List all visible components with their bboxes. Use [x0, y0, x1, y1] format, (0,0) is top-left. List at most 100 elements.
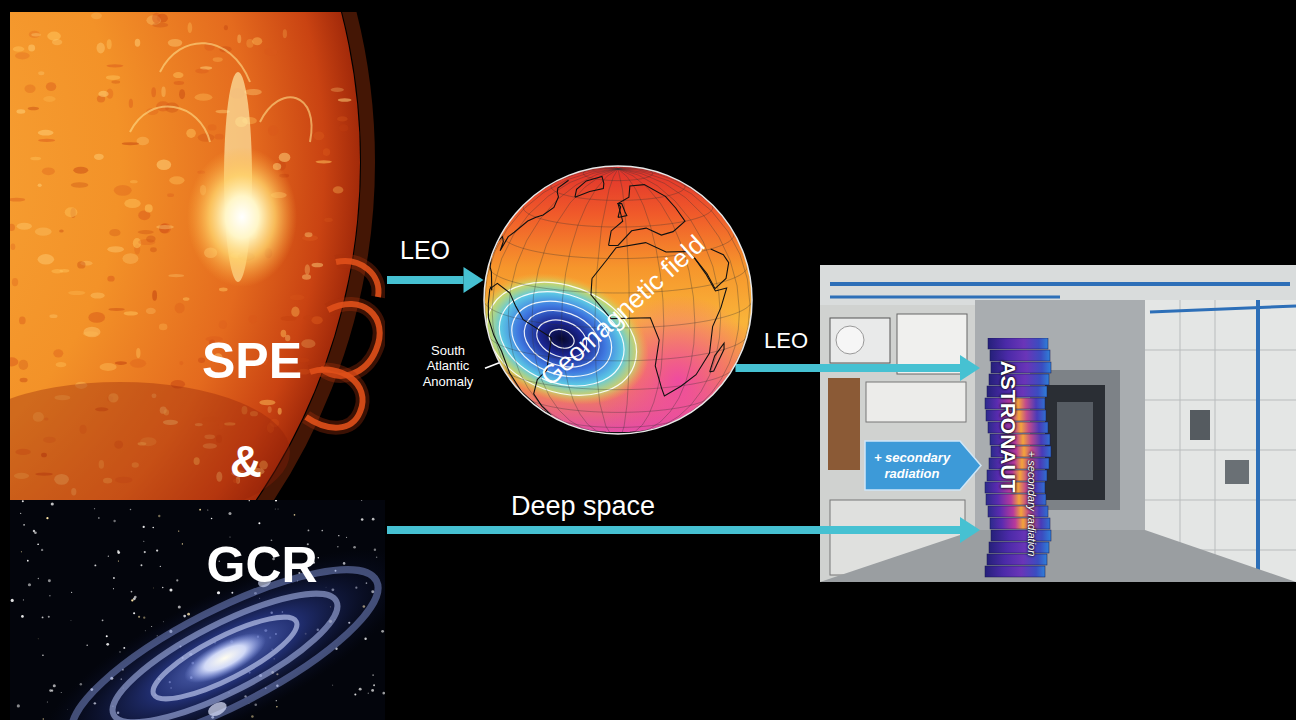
surface-granule — [38, 184, 42, 187]
surface-granule — [323, 148, 330, 156]
surface-granule — [59, 229, 64, 232]
star — [71, 592, 72, 593]
star — [143, 526, 145, 528]
surface-granule — [161, 86, 165, 97]
surface-granule — [173, 72, 184, 78]
route-label: LEO — [400, 235, 450, 265]
globe-outline — [484, 166, 752, 434]
surface-granule — [208, 124, 217, 130]
radiation-arrow-box: + secondary radiation — [864, 440, 982, 491]
surface-granule — [107, 246, 124, 252]
surface-granule — [38, 71, 44, 75]
star — [106, 635, 108, 637]
panel-seam — [1145, 450, 1296, 451]
surface-granule — [88, 312, 105, 323]
surface-granule — [264, 48, 277, 56]
surface-granule — [28, 44, 35, 51]
surface-granule — [124, 311, 138, 315]
surface-granule — [331, 88, 344, 92]
arrow-text: + secondary radiation — [870, 450, 954, 481]
star — [160, 566, 161, 567]
companion-galaxy — [206, 699, 229, 719]
corridor — [975, 300, 1145, 530]
surface-granule — [38, 139, 55, 142]
surface-granule — [337, 116, 348, 121]
surface-granule — [10, 357, 18, 366]
star — [94, 564, 96, 566]
andromeda-galaxy — [13, 508, 385, 720]
star — [371, 689, 374, 692]
star — [37, 638, 39, 640]
star — [118, 560, 119, 561]
star — [199, 509, 201, 511]
galaxy-core — [178, 623, 273, 692]
star — [42, 616, 44, 618]
star — [361, 500, 362, 501]
star — [108, 556, 109, 557]
surface-granule — [73, 167, 88, 174]
star — [274, 508, 276, 510]
galaxy-halo — [13, 508, 385, 720]
star — [354, 694, 356, 696]
star — [382, 692, 385, 695]
sun-shape — [10, 12, 385, 500]
globe-map — [483, 166, 753, 435]
star — [144, 551, 146, 553]
star — [372, 518, 375, 521]
surface-granule — [94, 154, 104, 160]
surface-granule — [252, 37, 262, 45]
sun-image — [10, 12, 385, 500]
star — [33, 530, 35, 532]
dose-slice — [989, 542, 1049, 553]
surface-granule — [150, 247, 157, 252]
star — [178, 605, 181, 608]
arrow-head — [960, 355, 980, 381]
star — [346, 537, 347, 538]
star — [156, 549, 158, 551]
coronal-loop — [260, 97, 312, 142]
star — [37, 543, 39, 545]
star — [278, 508, 279, 509]
star — [21, 551, 22, 552]
conjunction-sign: & — [230, 436, 262, 489]
star — [11, 599, 14, 602]
star — [228, 512, 231, 515]
surface-granule — [10, 224, 15, 231]
star — [133, 612, 135, 614]
surface-granule — [159, 324, 168, 331]
surface-granule — [107, 39, 112, 49]
star — [337, 546, 339, 548]
prominence-glow — [336, 261, 378, 297]
panel-seam — [1145, 400, 1296, 401]
surface-granule — [98, 91, 108, 97]
surface-granule — [106, 64, 123, 67]
interior-ground — [820, 265, 1296, 582]
dose-slices — [985, 338, 1051, 577]
dose-slice — [987, 554, 1047, 565]
dose-slice — [990, 350, 1050, 361]
prominence — [336, 261, 378, 297]
surface-granule — [168, 39, 183, 47]
star — [60, 691, 62, 693]
surface-granule — [122, 142, 139, 145]
surface-granule — [108, 308, 124, 311]
surface-granule — [259, 400, 275, 406]
star — [70, 619, 72, 621]
star — [38, 578, 39, 579]
star — [372, 674, 374, 676]
surface-granule — [19, 317, 26, 325]
star — [102, 619, 104, 621]
panel-seam — [1145, 350, 1296, 351]
surface-granule — [130, 180, 138, 183]
panel-seam — [1145, 500, 1296, 501]
surface-granule — [83, 327, 100, 338]
surface-granule — [53, 349, 63, 357]
blue-conduit — [830, 282, 1290, 286]
star — [117, 551, 120, 554]
star — [276, 706, 278, 708]
coastline — [710, 343, 724, 372]
dose-slice — [990, 518, 1050, 529]
star — [359, 688, 362, 691]
surface-granule — [248, 315, 256, 323]
surface-granule — [129, 99, 133, 108]
